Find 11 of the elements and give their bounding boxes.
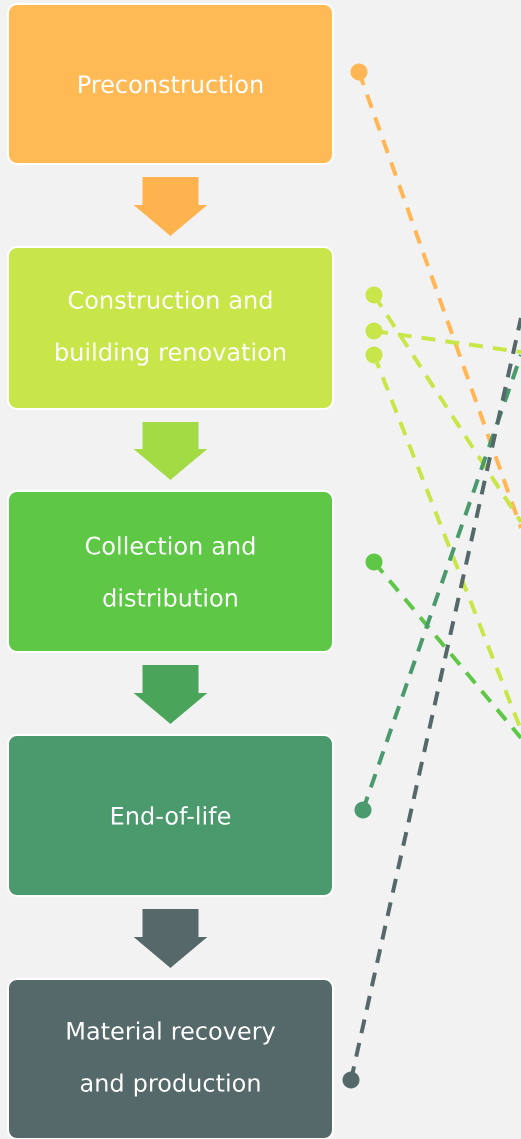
leader-line — [365, 553, 521, 740]
leader-line — [365, 322, 521, 354]
leader-line — [342, 317, 521, 1089]
process-box: Preconstruction — [7, 3, 334, 165]
process-box: Construction and building renovation — [7, 246, 334, 410]
leader-line — [365, 286, 521, 524]
process-box: End-of-life — [7, 734, 334, 897]
process-box: Collection and distribution — [7, 490, 334, 653]
process-box: Material recovery and production — [7, 978, 334, 1139]
leader-line — [354, 354, 521, 819]
leader-line — [350, 63, 521, 529]
